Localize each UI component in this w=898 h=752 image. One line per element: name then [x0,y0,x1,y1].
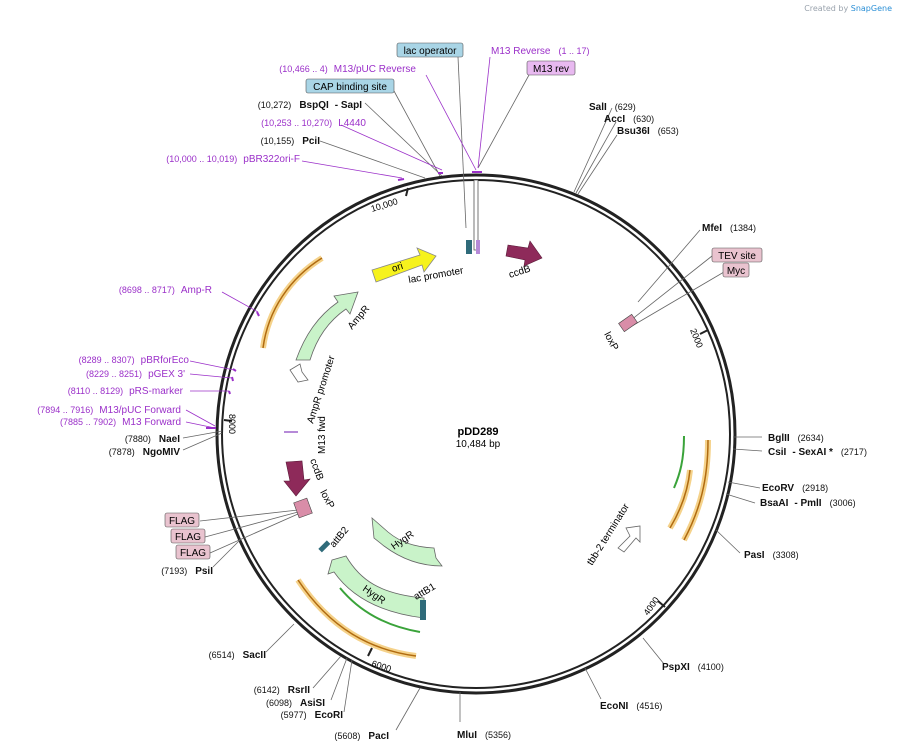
flag-box-1[interactable]: FLAG [164,512,200,528]
primer-m13-forward[interactable]: (7885 .. 7902)M13 Forward [60,417,181,428]
attB1-mark [420,600,426,620]
attB1-label: attB1 [412,581,438,602]
lac-operator-text: lac operator [404,46,457,57]
loxP-left-label: loxP [317,488,336,511]
enzyme-ecori[interactable]: (5977)EcoRI [281,710,344,721]
loxP-right-label: loxP [601,330,620,353]
tick-label-2000: 2000 [688,327,705,349]
attB2-mark [318,540,331,553]
tev-site-box[interactable]: TEV site [711,247,763,263]
enzyme-acci[interactable]: AccI(630) [604,114,654,125]
primer-m13-puc-reverse[interactable]: (10,466 .. 4)M13/pUC Reverse [279,64,416,75]
tick-marks [223,187,709,657]
flag-1-text: FLAG [169,516,195,527]
hygR-arrow-1 [371,517,443,567]
backbone-outer [215,173,737,695]
enzyme-csii-sexai[interactable]: CsiI- SexAI *(2717) [768,447,867,458]
tick-label-4000: 4000 [641,595,661,617]
enzyme-pspxi[interactable]: PspXI(4100) [662,662,724,673]
tbb2-terminator-arrow [617,525,641,553]
enzyme-mlui[interactable]: MluI(5356) [457,730,511,741]
ampR-arrow [295,291,359,361]
primer-leader-lines [185,56,491,429]
flag-3-text: FLAG [180,548,206,559]
primer-marks [206,171,482,429]
enzyme-bglii[interactable]: BglII(2634) [768,433,824,444]
m13-fwd-label: M13 fwd [317,416,328,454]
tbb2-terminator-label: tbb-2 terminator [585,501,632,567]
plasmid-name: pDD289 [458,426,499,438]
m13-rev-box[interactable]: M13 rev [526,60,576,76]
enzyme-pasi[interactable]: PasI(3308) [744,550,799,561]
ccdB-top-label: ccdB [508,263,533,280]
enzyme-sali[interactable]: SalI(629) [589,102,636,113]
ori-label: ori [391,261,405,275]
ampR-promoter-arrow [289,363,309,383]
primer-m13-reverse[interactable]: M13 Reverse(1 .. 17) [491,46,589,57]
ccdB-top-arrow [505,240,543,267]
ori-arrow [371,247,437,283]
primer-pbr322ori-f[interactable]: (10,000 .. 10,019)pBR322ori-F [166,154,300,165]
flag-box-2[interactable]: FLAG [170,528,206,544]
lac-promoter-label: lac promoter [408,265,465,286]
loxP-right-mark [618,313,638,333]
hygR-arrow-2 [327,555,425,619]
credit-brand: SnapGene [850,4,892,13]
enzyme-bsaai-pmli[interactable]: BsaAI- PmlI(3006) [760,498,856,509]
enzyme-sacii[interactable]: (6514)SacII [209,650,267,661]
enzyme-bsu36i[interactable]: Bsu36I(653) [617,126,679,137]
enzyme-psii[interactable]: (7193)PsiI [161,566,213,577]
flag-2-text: FLAG [175,532,201,543]
flag-box-3[interactable]: FLAG [175,544,211,560]
plasmid-length: 10,484 bp [456,439,501,450]
loxP-left-mark [293,497,313,519]
myc-box[interactable]: Myc [722,262,750,278]
enzyme-asisi[interactable]: (6098)AsiSI [266,698,325,709]
snapgene-credit: Created by SnapGene [804,4,892,13]
primer-l4440[interactable]: (10,253 .. 10,270)L4440 [261,118,366,129]
cap-site-text: CAP binding site [313,82,387,93]
primer-labels: M13 Reverse(1 .. 17) (10,466 .. 4)M13/pU… [37,46,589,428]
ampR-promoter-label: AmpR promoter [305,354,337,425]
cap-site-box[interactable]: CAP binding site [305,78,395,94]
lac-operator-box[interactable]: lac operator [396,42,464,58]
m13-rev-text: M13 rev [533,64,569,75]
primer-prs-marker[interactable]: (8110 .. 8129)pRS-marker [68,386,184,397]
primer-amp-r[interactable]: (8698 .. 8717)Amp-R [119,285,212,296]
enzyme-econi[interactable]: EcoNI(4516) [600,701,662,712]
primer-m13-puc-forward[interactable]: (7894 .. 7916)M13/pUC Forward [37,405,181,416]
enzyme-naei[interactable]: (7880)NaeI [125,434,180,445]
tick-label-8000: 8000 [227,414,237,434]
feature-arcs [260,255,711,659]
attB2-label: attB2 [328,525,352,550]
enzyme-bspqi-sapi[interactable]: (10,272)BspQI- SapI [258,100,362,111]
enzyme-rsrii[interactable]: (6142)RsrII [254,685,310,696]
enzyme-leader-lines [182,56,763,731]
enzyme-labels: SalI(629) AccI(630) Bsu36I(653) MfeI(138… [109,100,867,742]
tick-label-10000: 10,000 [370,196,399,214]
enzyme-ngomiv[interactable]: (7878)NgoMIV [109,447,181,458]
ccdB-left-label: ccdB [307,457,325,482]
enzyme-pcii[interactable]: (10,155)PciI [261,136,321,147]
primer-pbrforeco[interactable]: (8289 .. 8307)pBRforEco [79,355,190,366]
myc-text: Myc [727,266,745,277]
primer-pgex3[interactable]: (8229 .. 8251)pGEX 3' [86,369,185,380]
enzyme-paci[interactable]: (5608)PacI [334,731,389,742]
lac-operator-marks [466,179,480,254]
enzyme-mfei[interactable]: MfeI(1384) [702,223,756,234]
tev-site-text: TEV site [718,251,756,262]
credit-prefix: Created by [804,4,849,13]
enzyme-ecorv[interactable]: EcoRV(2918) [762,483,828,494]
ccdB-left-arrow [283,460,311,497]
